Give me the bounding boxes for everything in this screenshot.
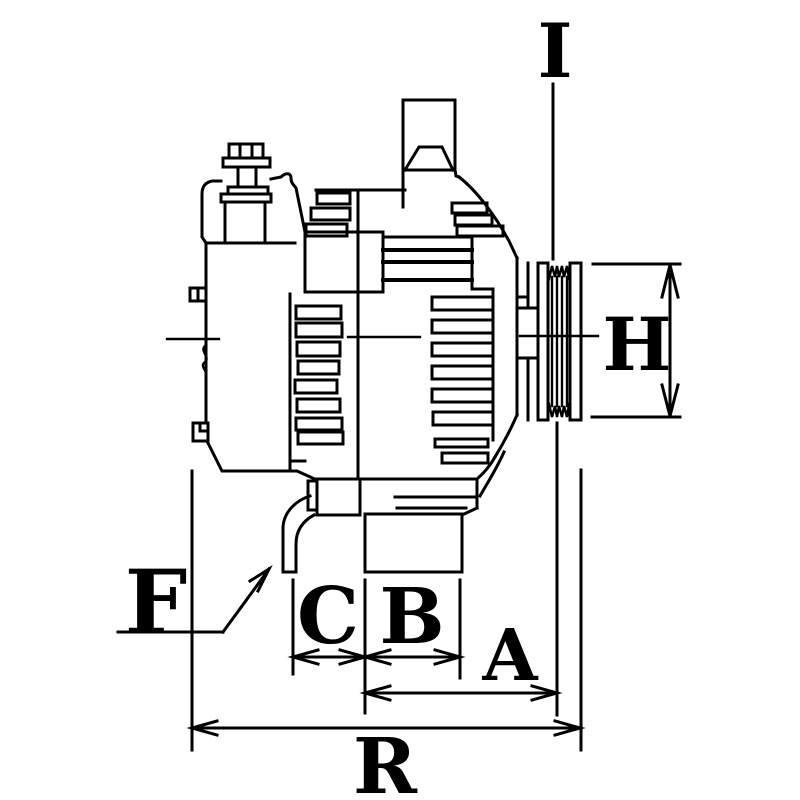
- top-bracket: [401, 98, 461, 209]
- belt-groove-marks-top: [547, 265, 571, 281]
- dimension-labels: I H F C B A R: [125, 7, 672, 800]
- mounting-strap: [281, 494, 317, 574]
- front-fin-column: [430, 295, 495, 465]
- drive-shaft: [381, 235, 495, 291]
- mount-lug: [315, 477, 362, 517]
- dimension-R: [186, 468, 586, 752]
- dim-label-C: C: [297, 571, 359, 662]
- belt-groove-marks-bottom: [547, 402, 571, 418]
- rear-fin-column: [293, 304, 345, 446]
- mounting-assembly: [281, 477, 479, 574]
- front-housing: [430, 174, 540, 499]
- dim-label-I: I: [537, 7, 572, 95]
- dim-label-R: R: [353, 722, 418, 800]
- pulley-flange-front: [568, 261, 583, 422]
- dimension-B: [359, 578, 466, 715]
- pulley-flange-rear: [536, 261, 550, 422]
- front-nose: [492, 256, 540, 460]
- dimension-F: [116, 469, 273, 752]
- stator-body: [303, 188, 407, 481]
- dimension-A: [359, 421, 563, 717]
- pulley: [536, 261, 583, 422]
- dim-label-B: B: [379, 572, 444, 662]
- centerline: [165, 334, 600, 375]
- bearing-boss: [303, 230, 385, 294]
- dim-label-A: A: [481, 613, 538, 697]
- dimension-H: [590, 262, 682, 419]
- dim-label-H: H: [603, 302, 672, 388]
- dimension-C: [287, 578, 371, 676]
- dim-label-F: F: [125, 550, 187, 654]
- rear-vent-fins: [304, 191, 352, 238]
- mounting-foot: [363, 512, 464, 574]
- bracket-boss: [402, 145, 456, 173]
- terminal-bolt: [219, 142, 273, 245]
- break-mark: [201, 343, 208, 375]
- rear-housing: [188, 172, 319, 482]
